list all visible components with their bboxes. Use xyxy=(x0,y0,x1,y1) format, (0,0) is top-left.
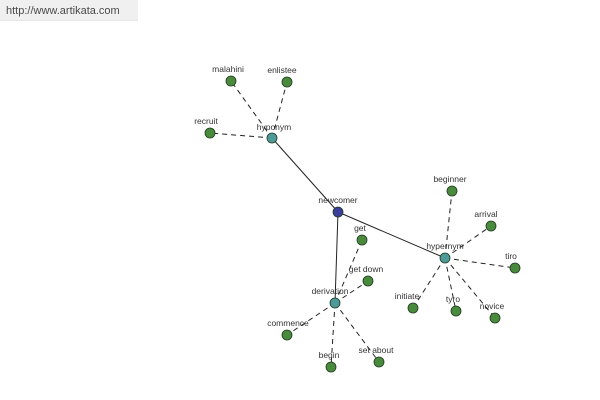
word-node-label[interactable]: commence xyxy=(267,318,309,328)
relation-node-hypernym[interactable]: hypernym xyxy=(426,241,464,264)
word-node-label[interactable]: initiate xyxy=(395,291,420,301)
center-node-newcomer[interactable]: newcomer xyxy=(318,195,358,218)
relation-node-hyponym[interactable]: hyponym xyxy=(257,122,292,144)
word-node-dot[interactable] xyxy=(485,220,497,232)
word-node-dot[interactable] xyxy=(362,275,374,287)
word-node-dot[interactable] xyxy=(407,302,419,314)
word-node-malahini[interactable]: malahini xyxy=(212,64,244,87)
word-node-label[interactable]: enlistee xyxy=(267,65,297,75)
center-node-label[interactable]: newcomer xyxy=(318,195,357,205)
edge-derivation-set-about xyxy=(334,302,380,363)
word-node-label[interactable]: novice xyxy=(480,301,505,311)
word-node-dot[interactable] xyxy=(509,262,521,274)
edge-hyponym-recruit xyxy=(209,132,273,139)
edge-hypernym-beginner xyxy=(444,190,453,259)
edges-layer xyxy=(209,80,516,368)
nodes-layer: malahini enlistee recruit beginner arrival ti… xyxy=(194,64,521,373)
relation-node-label[interactable]: derivation xyxy=(312,286,349,296)
word-node-dot[interactable] xyxy=(489,312,501,324)
word-node-dot[interactable] xyxy=(446,185,458,197)
edge-hypernym-arrival xyxy=(444,225,492,259)
word-node-get-down[interactable]: get down xyxy=(349,264,384,287)
edge-center-derivation xyxy=(334,211,339,304)
relation-node-dot[interactable] xyxy=(439,252,451,264)
edge-hyponym-malahini xyxy=(230,80,273,139)
word-node-tyro[interactable]: tyro xyxy=(446,294,462,317)
word-node-dot[interactable] xyxy=(281,76,293,88)
edge-derivation-begin xyxy=(330,302,336,368)
url-bar: http://www.artikata.com xyxy=(0,0,138,21)
word-node-dot[interactable] xyxy=(373,356,385,368)
word-node-label[interactable]: get down xyxy=(349,264,384,274)
word-node-label[interactable]: get xyxy=(354,223,366,233)
word-node-label[interactable]: begin xyxy=(319,350,340,360)
relation-node-label[interactable]: hypernym xyxy=(426,241,463,251)
edge-hypernym-initiate xyxy=(412,257,446,309)
edge-hypernym-novice xyxy=(444,257,496,319)
edge-center-hypernym xyxy=(337,211,446,259)
word-node-commence[interactable]: commence xyxy=(267,318,309,341)
word-node-label[interactable]: recruit xyxy=(194,116,218,126)
word-node-label[interactable]: set about xyxy=(359,345,395,355)
word-node-label[interactable]: beginner xyxy=(433,174,466,184)
word-node-label[interactable]: malahini xyxy=(212,64,244,74)
word-node-beginner[interactable]: beginner xyxy=(433,174,467,197)
word-node-label[interactable]: tiro xyxy=(505,251,517,261)
word-node-novice[interactable]: novice xyxy=(480,301,505,324)
edge-hyponym-enlistee xyxy=(271,81,288,139)
word-node-dot[interactable] xyxy=(204,127,216,139)
relation-node-dot[interactable] xyxy=(266,132,278,144)
edge-center-hyponym xyxy=(271,137,339,213)
word-node-label[interactable]: tyro xyxy=(446,294,460,304)
word-node-begin[interactable]: begin xyxy=(319,350,340,373)
word-node-tiro[interactable]: tiro xyxy=(505,251,521,274)
word-node-enlistee[interactable]: enlistee xyxy=(267,65,297,88)
word-node-get[interactable]: get xyxy=(354,223,368,246)
edge-derivation-commence xyxy=(286,302,336,336)
relation-node-dot[interactable] xyxy=(329,297,341,309)
site-url[interactable]: http://www.artikata.com xyxy=(6,5,120,17)
word-node-dot[interactable] xyxy=(225,75,237,87)
word-node-initiate[interactable]: initiate xyxy=(395,291,420,314)
center-node-dot[interactable] xyxy=(332,206,344,218)
word-node-dot[interactable] xyxy=(281,329,293,341)
relation-node-label[interactable]: hyponym xyxy=(257,122,292,132)
word-node-set-about[interactable]: set about xyxy=(359,345,395,368)
edge-derivation-get-down xyxy=(334,280,369,304)
word-node-arrival[interactable]: arrival xyxy=(474,209,498,232)
edge-hypernym-tyro xyxy=(444,257,457,312)
edge-derivation-get xyxy=(334,239,363,304)
word-node-label[interactable]: arrival xyxy=(474,209,497,219)
word-node-dot[interactable] xyxy=(325,361,337,373)
word-node-recruit[interactable]: recruit xyxy=(194,116,218,139)
word-node-dot[interactable] xyxy=(356,234,368,246)
word-node-dot[interactable] xyxy=(450,305,462,317)
edge-hypernym-tiro xyxy=(444,257,516,269)
relation-node-derivation[interactable]: derivation xyxy=(312,286,349,309)
